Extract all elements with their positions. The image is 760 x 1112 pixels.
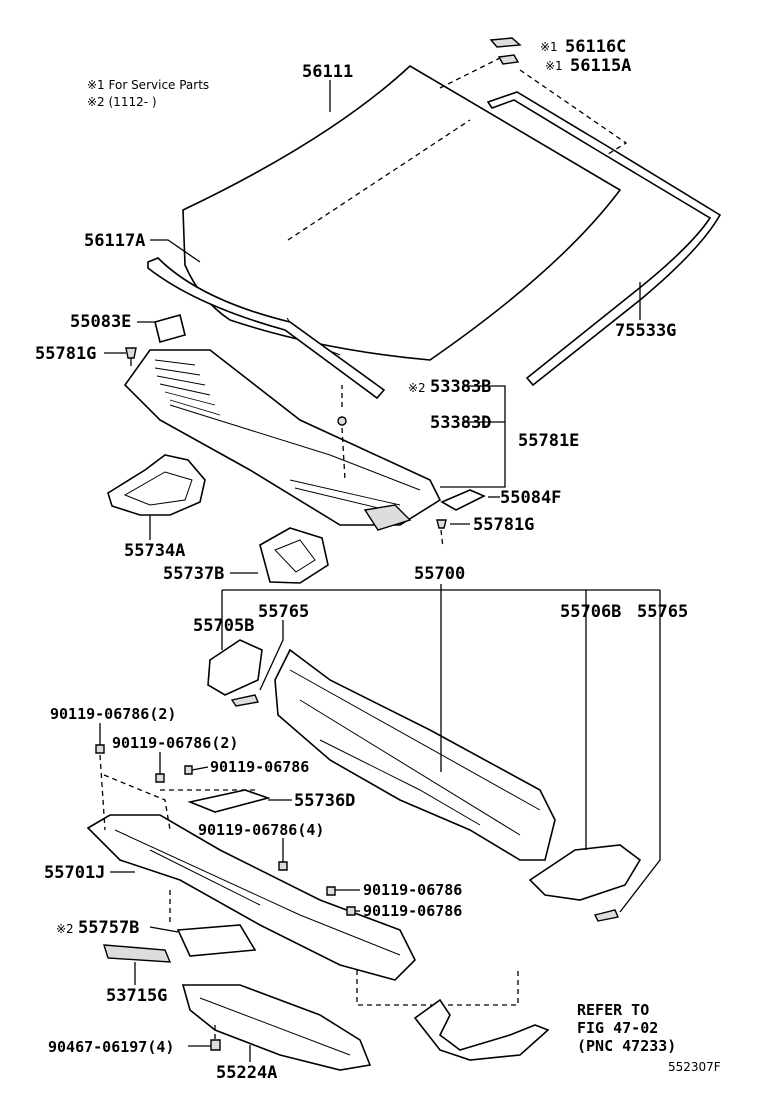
label-55737B: 55737B xyxy=(163,564,224,584)
label-56111: 56111 xyxy=(302,62,353,82)
label-55706B: 55706B xyxy=(560,602,621,622)
bolt-90119-b xyxy=(155,773,165,783)
label-90119-06786: 90119-06786 xyxy=(363,881,462,899)
mark-ref-2: ※2 xyxy=(56,922,74,936)
label-55781G: 55781G xyxy=(473,515,534,535)
label-90119-06786-4: 90119-06786(4) xyxy=(198,821,324,839)
bolt-90119-f xyxy=(346,906,356,916)
insulator-55224A xyxy=(181,984,372,1071)
leader-56117A xyxy=(150,239,201,263)
leader-55765-b xyxy=(619,590,661,913)
cowl-lower-panel-55701J xyxy=(86,814,416,981)
bracket-55736D xyxy=(187,789,271,813)
label-90119-06786-2: 90119-06786(2) xyxy=(112,734,238,752)
screw-53383D xyxy=(337,385,347,481)
moulding-56117A xyxy=(147,257,386,400)
label-56116C: 56116C xyxy=(565,37,626,57)
clip-56115A xyxy=(497,54,520,65)
seal-55737B xyxy=(259,527,329,584)
windshield-glass xyxy=(182,65,622,361)
bolt-90119-a xyxy=(95,744,106,831)
cowl-panel-55700 xyxy=(274,648,556,861)
clip-55781G-upper xyxy=(125,347,137,366)
refer-to-line3: (PNC 47233) xyxy=(577,1037,676,1055)
label-55765: 55765 xyxy=(637,602,688,622)
mark-ref-1: ※1 xyxy=(545,59,563,73)
label-56117A: 56117A xyxy=(84,231,145,251)
label-53383D: 53383D xyxy=(430,413,491,433)
label-55083E: 55083E xyxy=(70,312,131,332)
label-55084F: 55084F xyxy=(500,488,561,508)
label-55705B: 55705B xyxy=(193,616,254,636)
cowl-top-ventilator-louver xyxy=(123,349,442,531)
brace-55706B xyxy=(528,844,642,922)
bolt-90119-d xyxy=(278,861,288,871)
leader-dash xyxy=(103,774,171,831)
mark-ref-1: ※1 xyxy=(540,40,558,54)
label-75533G: 75533G xyxy=(615,321,676,341)
note-service-parts: ※1 For Service Parts xyxy=(87,78,209,92)
label-90119-06786-2: 90119-06786(2) xyxy=(50,705,176,723)
clip-56116C xyxy=(489,37,522,48)
label-90467-06197-4: 90467-06197(4) xyxy=(48,1038,174,1056)
wiper-link-assembly xyxy=(413,998,550,1061)
clip-55781G-lower xyxy=(436,519,447,549)
diagram-id: 552307F xyxy=(668,1060,721,1074)
leader-55757B xyxy=(149,926,179,933)
note-date-range: ※2 (1112- ) xyxy=(87,95,157,109)
brace-55705B xyxy=(207,639,263,707)
label-55781E: 55781E xyxy=(518,431,579,451)
leader-dash xyxy=(439,57,501,89)
mark-ref-2: ※2 xyxy=(408,381,426,395)
windshield-moulding xyxy=(486,91,722,387)
leader-90119-c xyxy=(191,766,209,771)
label-55701J: 55701J xyxy=(44,863,105,883)
label-55781G: 55781G xyxy=(35,344,96,364)
label-56115A: 56115A xyxy=(570,56,631,76)
label-55700: 55700 xyxy=(414,564,465,584)
leader-55781E xyxy=(440,385,506,488)
label-53715G: 53715G xyxy=(106,986,167,1006)
seal-55734A xyxy=(107,454,206,516)
leader-dash xyxy=(519,69,628,157)
clip-90467 xyxy=(210,1025,221,1051)
label-55736D: 55736D xyxy=(294,791,355,811)
refer-to-line2: FIG 47-02 xyxy=(577,1019,658,1037)
bracket-55084F xyxy=(440,489,486,511)
label-55757B: 55757B xyxy=(78,918,139,938)
refer-to-line1: REFER TO xyxy=(577,1001,649,1019)
label-53383B: 53383B xyxy=(430,377,491,397)
seal-53715G xyxy=(103,944,172,963)
bolt-90119-e xyxy=(326,886,336,896)
leader-55765-a xyxy=(259,620,284,691)
bolt-90119-c xyxy=(184,765,193,775)
label-90119-06786: 90119-06786 xyxy=(210,758,309,776)
label-55765: 55765 xyxy=(258,602,309,622)
label-55734A: 55734A xyxy=(124,541,185,561)
label-90119-06786: 90119-06786 xyxy=(363,902,462,920)
seal-55083E xyxy=(154,314,186,343)
pad-55757B xyxy=(176,924,257,957)
label-55224A: 55224A xyxy=(216,1063,277,1083)
